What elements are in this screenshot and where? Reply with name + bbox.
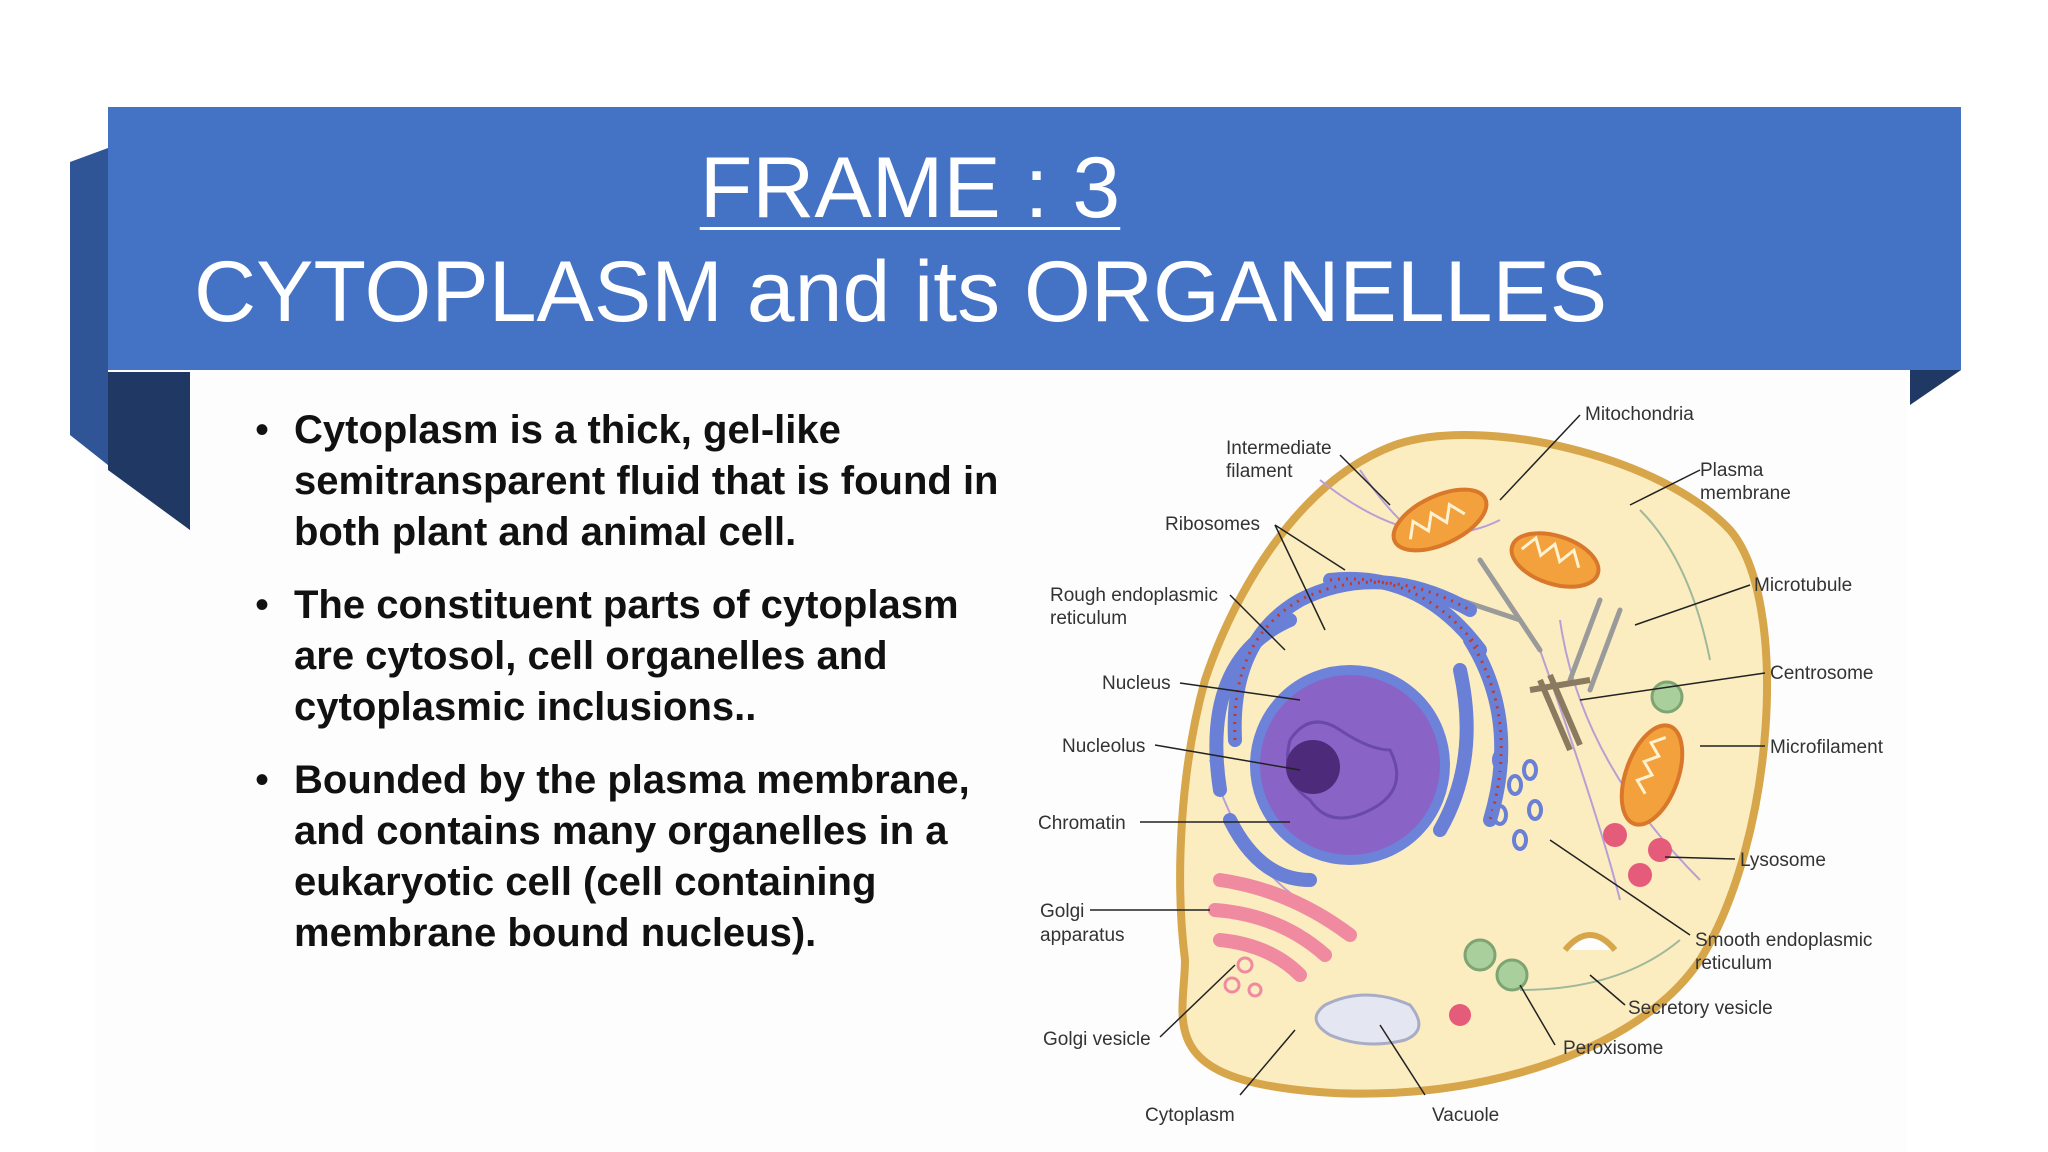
slide-title-frame: FRAME : 3 xyxy=(699,140,1121,236)
ribbon-left-shadow xyxy=(108,372,190,530)
label-chromatin: Chromatin xyxy=(1038,813,1126,834)
bullet-item: Cytoplasm is a thick, gel-like semitrans… xyxy=(255,405,1015,558)
title-banner xyxy=(108,107,1961,370)
label-rough-er: Rough endoplasmic xyxy=(1050,585,1218,606)
label-nucleolus: Nucleolus xyxy=(1062,736,1145,757)
bullet-item: The constituent parts of cytoplasm are c… xyxy=(255,580,1015,733)
label-golgi-apparatus: Golgi xyxy=(1040,901,1084,922)
chromatin xyxy=(1286,720,1399,820)
label-centrosome: Centrosome xyxy=(1770,663,1874,684)
leader-lines xyxy=(1090,414,1766,1096)
label-microfilament: Microfilament xyxy=(1770,737,1884,758)
mitochondria xyxy=(1391,487,1685,827)
centrosome xyxy=(1529,673,1591,752)
label-nucleus: Nucleus xyxy=(1102,673,1171,694)
label-golgi-vesicle: Golgi vesicle xyxy=(1043,1029,1151,1050)
label-plasma-membrane: Plasma xyxy=(1700,460,1764,481)
animal-cell-diagram: Mitochondria Intermediate filament Plasm… xyxy=(1038,404,1884,1126)
label-peroxisome: Peroxisome xyxy=(1563,1038,1663,1059)
ribbon-right-shadow xyxy=(1910,370,1961,405)
label-cytoplasm: Cytoplasm xyxy=(1145,1105,1235,1126)
slide-title-topic: CYTOPLASM and its ORGANELLES xyxy=(194,244,1608,340)
secretory-vesicle xyxy=(1562,932,1618,952)
smooth-er xyxy=(1492,749,1543,851)
label-vacuole: Vacuole xyxy=(1432,1105,1499,1126)
label-secretory-vesicle: Secretory vesicle xyxy=(1628,998,1773,1019)
golgi-vesicle xyxy=(1223,956,1263,998)
label-lysosome: Lysosome xyxy=(1740,850,1826,871)
label-golgi-apparatus-2: apparatus xyxy=(1040,925,1125,946)
ribbon-fold xyxy=(70,148,1961,530)
nucleolus xyxy=(1286,740,1340,794)
bullet-item: Bounded by the plasma membrane, and cont… xyxy=(255,755,1015,959)
label-smooth-er-2: reticulum xyxy=(1695,953,1772,974)
golgi-apparatus xyxy=(1208,873,1357,982)
peroxisome xyxy=(1650,680,1684,714)
label-smooth-er: Smooth endoplasmic xyxy=(1695,930,1872,951)
label-ribosomes: Ribosomes xyxy=(1165,514,1260,535)
bullet-list: Cytoplasm is a thick, gel-like semitrans… xyxy=(255,405,1015,981)
label-intermediate-filament: Intermediate xyxy=(1226,438,1332,459)
lysosome xyxy=(1603,823,1627,847)
label-microtubule: Microtubule xyxy=(1754,575,1852,596)
label-intermediate-filament-2: filament xyxy=(1226,461,1293,482)
label-mitochondria: Mitochondria xyxy=(1585,404,1694,425)
nucleus xyxy=(1250,665,1450,865)
label-rough-er-2: reticulum xyxy=(1050,608,1127,629)
label-plasma-membrane-2: membrane xyxy=(1700,483,1791,504)
plasma-membrane xyxy=(1176,431,1772,1098)
vacuole xyxy=(1314,993,1421,1046)
